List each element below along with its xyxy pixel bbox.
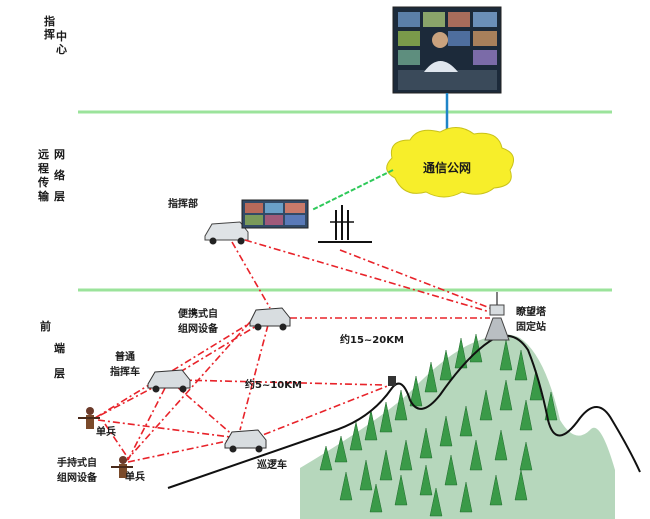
svg-text:远: 远 xyxy=(38,148,49,161)
svg-text:网: 网 xyxy=(54,148,65,161)
patrol-vehicle xyxy=(224,429,267,453)
svg-text:层: 层 xyxy=(53,367,65,380)
soldier-label-top: 单兵 xyxy=(96,425,116,438)
svg-text:传: 传 xyxy=(37,175,49,189)
svg-text:层: 层 xyxy=(53,190,65,203)
svg-text:挥: 挥 xyxy=(44,27,55,41)
svg-text:程: 程 xyxy=(38,161,49,175)
svg-text:端: 端 xyxy=(54,341,65,355)
forest-mountain xyxy=(300,333,615,519)
mobile-command-label-2: 指挥车 xyxy=(110,365,140,378)
portable-adhoc-label-2: 组网设备 xyxy=(178,322,219,335)
handheld-label-2: 组网设备 xyxy=(57,471,98,484)
tier-label-front-layer: 前 端 层 xyxy=(40,319,65,380)
tier-label-transport-layer: 远 程 传 输 网 络 层 xyxy=(37,148,65,203)
distance-short-label: 约5~10KM xyxy=(245,378,302,391)
svg-text:络: 络 xyxy=(54,168,65,182)
patrol-vehicle-label: 巡逻车 xyxy=(257,458,287,471)
soldier-icon-bottom xyxy=(111,456,133,478)
tier-label-command-center: 指 挥 中 心 xyxy=(44,14,67,56)
wireless-links xyxy=(94,239,496,463)
soldier-icon-top xyxy=(78,407,100,429)
svg-text:输: 输 xyxy=(38,189,50,203)
command-post-screen xyxy=(241,199,309,229)
lookout-tower-label-2: 固定站 xyxy=(516,320,546,333)
command-center-monitor xyxy=(392,6,502,94)
svg-text:指: 指 xyxy=(44,14,55,28)
svg-text:中: 中 xyxy=(56,29,67,43)
command-vehicle xyxy=(204,221,249,245)
mobile-command-vehicle xyxy=(147,369,191,393)
svg-text:通信公网: 通信公网 xyxy=(423,160,471,175)
svg-text:心: 心 xyxy=(56,43,67,56)
terrain-line xyxy=(167,334,641,489)
command-post-label: 指挥部 xyxy=(168,197,198,210)
handheld-label-1: 手持式自 xyxy=(57,456,97,469)
mobile-command-label-1: 普通 xyxy=(115,350,135,363)
public-network-cloud: 通信公网 xyxy=(386,127,515,198)
relay-station-icon xyxy=(388,376,396,386)
soldier-label-bottom: 单兵 xyxy=(125,470,145,483)
distance-long-label: 约15~20KM xyxy=(340,333,404,346)
svg-text:前: 前 xyxy=(40,319,51,333)
portable-adhoc-vehicle xyxy=(249,307,291,331)
link-cloud-command-post xyxy=(311,169,394,211)
antenna-tower-icon xyxy=(318,205,372,243)
portable-adhoc-label-1: 便携式自 xyxy=(178,307,218,320)
lookout-tower-icon xyxy=(484,292,510,341)
lookout-tower-label-1: 瞭望塔 xyxy=(516,305,547,318)
